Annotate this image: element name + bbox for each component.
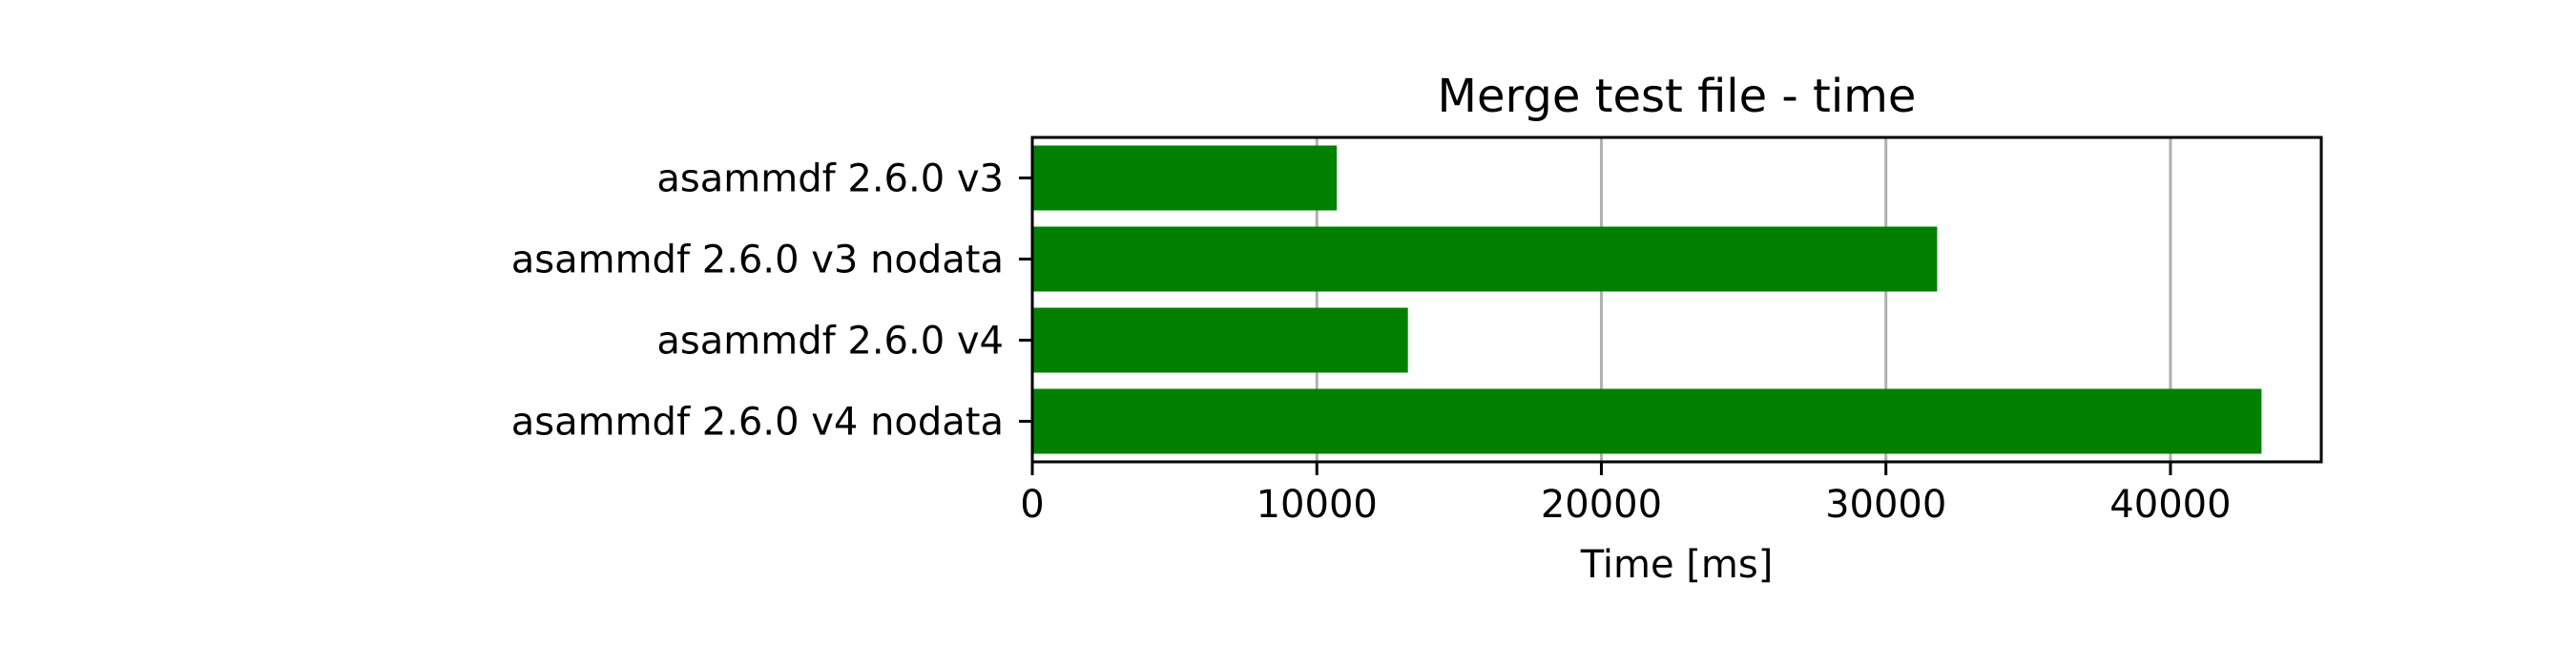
x-tick-label: 20000 <box>1541 483 1662 527</box>
x-axis-label: Time [ms] <box>1580 543 1774 587</box>
bar <box>1032 226 1938 292</box>
bar <box>1032 307 1408 373</box>
bar <box>1032 388 2262 454</box>
y-tick-label: asammdf 2.6.0 v4 <box>656 320 1004 364</box>
chart-title: Merge test file - time <box>1438 70 1917 123</box>
bars <box>1032 145 2262 454</box>
y-tick-label: asammdf 2.6.0 v4 nodata <box>511 401 1004 445</box>
bar <box>1032 145 1338 211</box>
y-tick-label: asammdf 2.6.0 v3 <box>656 157 1004 201</box>
x-tick-label: 40000 <box>2109 483 2231 527</box>
y-axis: asammdf 2.6.0 v3 asammdf 2.6.0 v3 nodata a… <box>511 157 1032 445</box>
x-tick-label: 10000 <box>1257 483 1378 527</box>
x-tick-label: 0 <box>1020 483 1044 527</box>
y-tick-label: asammdf 2.6.0 v3 nodata <box>511 239 1004 282</box>
plot-frame <box>1030 135 2323 464</box>
x-axis: 0 10000 20000 30000 40000 <box>1020 462 2232 527</box>
x-tick-label: 30000 <box>1825 483 1946 527</box>
